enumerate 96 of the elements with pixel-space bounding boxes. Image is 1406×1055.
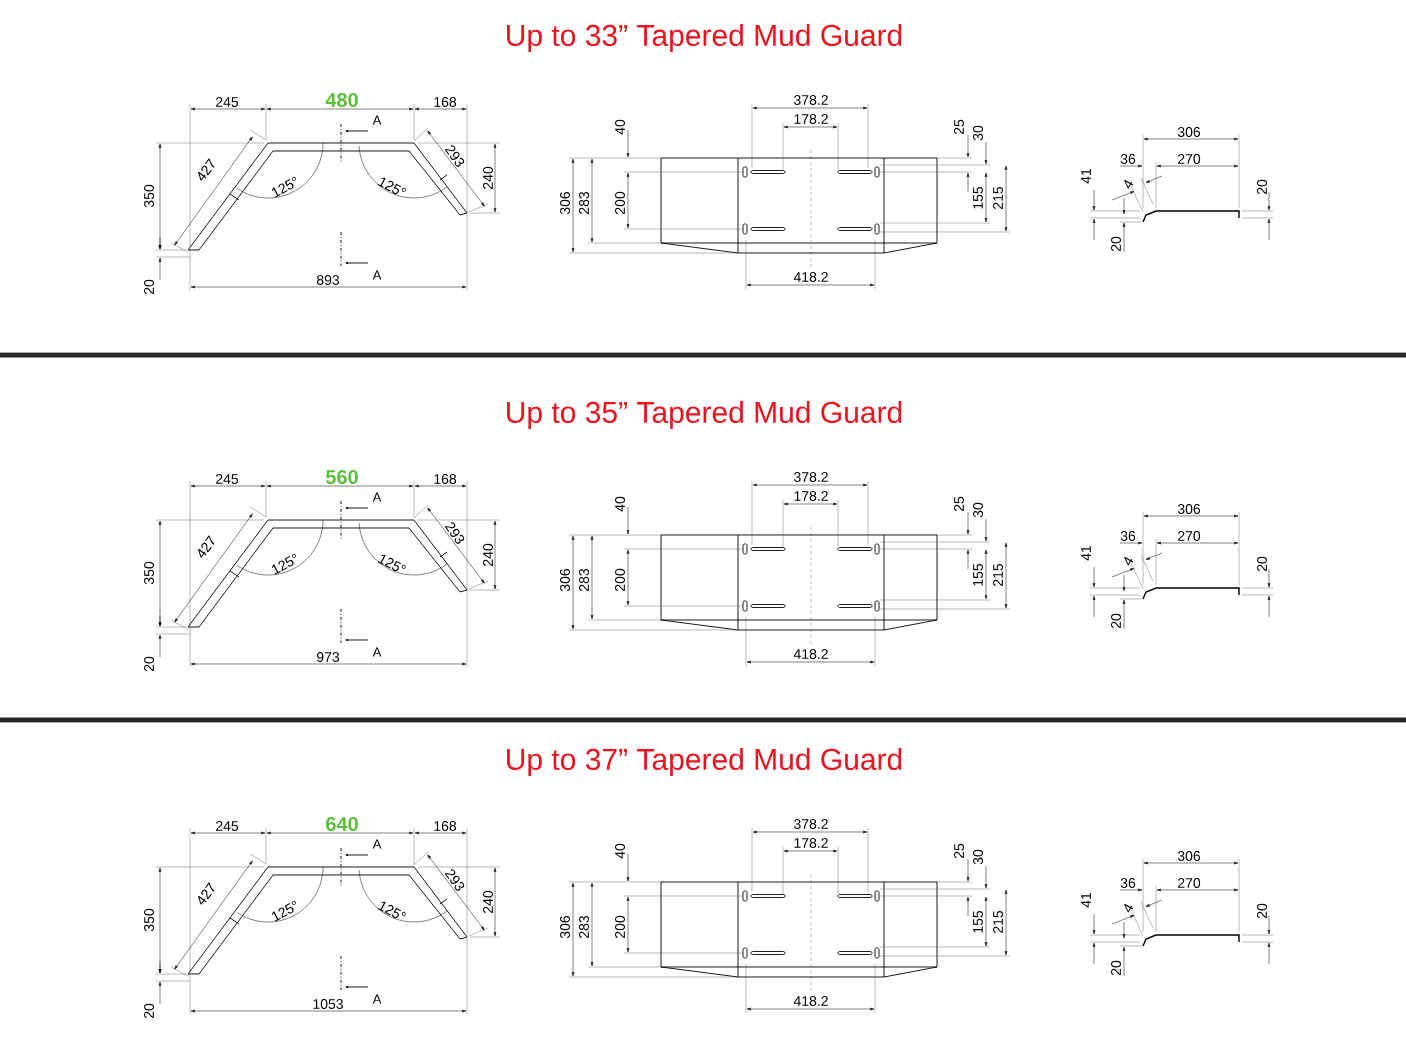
dimension-label: 640	[326, 816, 358, 832]
dimension-label: 20	[1257, 556, 1267, 572]
dimension-label: 178.2	[794, 491, 828, 501]
section-marker-label: A	[372, 492, 382, 502]
dimension-label: 306	[560, 915, 570, 939]
dimension-label: 30	[973, 502, 983, 518]
dimension-label: 215	[993, 186, 1003, 209]
dimension-label: 306	[560, 568, 570, 592]
dimension-label: 168	[434, 97, 457, 107]
dimension-label: 306	[1177, 127, 1201, 137]
dimension-label: 36	[1120, 878, 1136, 888]
dimension-label: 20	[1111, 236, 1121, 252]
dimension-label: 306	[1177, 504, 1201, 514]
dimension-label: 20	[144, 1003, 154, 1019]
dimension-label: 155	[973, 563, 983, 586]
dimension-label: 350	[144, 561, 154, 585]
dimension-label: 25	[954, 843, 964, 859]
dimension-label: 973	[317, 652, 340, 662]
dimension-label: 378.2	[794, 95, 828, 105]
dimension-label: 30	[973, 849, 983, 865]
dimension-label: 200	[615, 568, 625, 591]
dimension-label: 306	[560, 191, 570, 215]
dimension-label: 36	[1120, 154, 1136, 164]
section-title: Up to 37” Tapered Mud Guard	[507, 748, 902, 776]
dimension-label: 178.2	[794, 838, 828, 848]
dimension-label: 20	[144, 656, 154, 672]
dimension-label: 4	[1124, 903, 1134, 913]
dimension-label: 36	[1120, 531, 1136, 541]
dimension-label: 283	[579, 191, 589, 214]
section-marker-label: A	[372, 647, 382, 657]
dimension-label: 20	[144, 279, 154, 295]
section-title: Up to 33” Tapered Mud Guard	[507, 24, 902, 52]
dimension-label: 283	[579, 915, 589, 938]
dimension-label: 378.2	[794, 819, 828, 829]
dimension-label: 125°	[271, 176, 296, 198]
dimension-label: 240	[483, 166, 493, 189]
dimension-label: 245	[216, 97, 239, 107]
dimension-label: 4	[1124, 556, 1134, 566]
dimension-label: 41	[1081, 545, 1091, 561]
dimension-label: 125°	[377, 177, 406, 195]
dimension-label: 155	[973, 186, 983, 209]
dimension-label: 125°	[377, 554, 406, 572]
dimension-label: 30	[973, 125, 983, 141]
dimension-label: 125°	[271, 900, 296, 922]
dimension-label: 215	[993, 910, 1003, 933]
dimension-label: 41	[1081, 168, 1091, 184]
dimension-label: 240	[483, 890, 493, 913]
dimension-label: 168	[434, 821, 457, 831]
dimension-label: 125°	[271, 553, 296, 575]
dimension-label: 293	[444, 145, 465, 167]
dimension-label: 25	[954, 496, 964, 512]
dimension-label: 155	[973, 910, 983, 933]
dimension-label: 20	[1257, 179, 1267, 195]
section-title: Up to 35” Tapered Mud Guard	[507, 401, 902, 429]
dimension-label: 378.2	[794, 472, 828, 482]
dimension-label: 168	[434, 474, 457, 484]
dimension-label: 40	[615, 843, 625, 859]
dimension-label: 350	[144, 184, 154, 208]
dimension-label: 240	[483, 543, 493, 566]
dimension-label: 245	[216, 474, 239, 484]
dimension-label: 427	[198, 158, 215, 181]
dimension-label: 306	[1177, 851, 1201, 861]
dimension-label: 293	[444, 522, 465, 544]
section-marker-label: A	[372, 115, 382, 125]
dimension-label: 418.2	[793, 996, 828, 1006]
dimension-label: 893	[316, 275, 340, 285]
dimension-label: 418.2	[793, 649, 828, 659]
dimension-label: 245	[216, 821, 239, 831]
dimension-label: 427	[198, 535, 215, 558]
dimension-label: 178.2	[794, 114, 828, 124]
dimension-label: 25	[954, 119, 964, 135]
dimension-label: 270	[1178, 154, 1201, 164]
dimension-label: 560	[325, 469, 358, 485]
dimension-label: 283	[579, 568, 589, 591]
dimension-label: 480	[325, 92, 358, 108]
dimension-label: 270	[1178, 878, 1201, 888]
dimension-label: 293	[444, 869, 465, 891]
dimension-label: 40	[615, 496, 625, 512]
dimension-label: 125°	[377, 901, 406, 919]
dimension-label: 20	[1111, 613, 1121, 629]
dimension-label: 270	[1178, 531, 1201, 541]
dimension-label: 215	[993, 563, 1003, 586]
dimension-label: 1053	[313, 999, 343, 1009]
dimension-label: 41	[1081, 892, 1091, 908]
dimension-label: 40	[615, 119, 625, 135]
dimension-label: 20	[1111, 960, 1121, 976]
dimension-label: 350	[144, 908, 154, 932]
section-marker-label: A	[372, 839, 382, 849]
dimension-label: 200	[615, 915, 625, 938]
dimension-label: 418.2	[793, 272, 828, 282]
dimension-label: 4	[1124, 179, 1134, 189]
section-marker-label: A	[372, 994, 382, 1004]
dimension-label: 200	[615, 191, 625, 214]
section-marker-label: A	[372, 270, 382, 280]
dimension-label: 20	[1257, 903, 1267, 919]
dimension-label: 427	[198, 882, 215, 905]
